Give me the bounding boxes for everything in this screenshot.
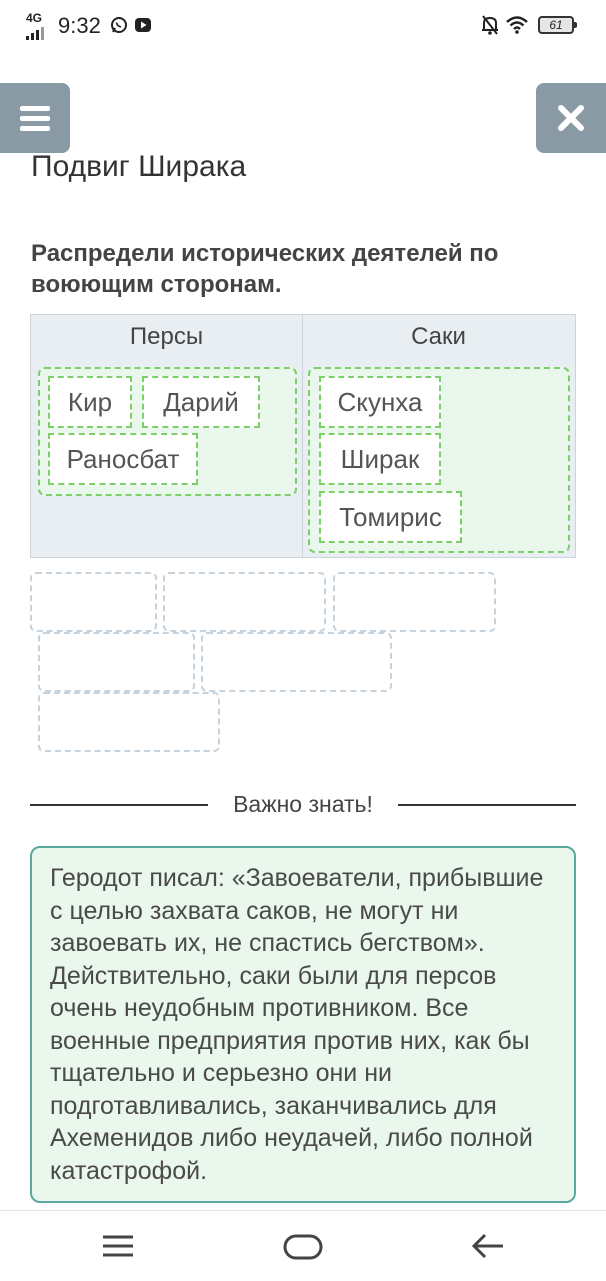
nav-home-icon[interactable] — [283, 1233, 323, 1261]
important-heading: Важно знать! — [233, 791, 373, 817]
answer-chip[interactable]: Ширак — [319, 433, 441, 485]
system-nav-bar — [0, 1210, 606, 1281]
empty-answer-slot[interactable] — [38, 632, 195, 692]
nav-back-icon[interactable] — [470, 1231, 506, 1261]
empty-answer-slot[interactable] — [163, 572, 326, 632]
status-time: 9:32 — [58, 13, 101, 38]
youtube-icon — [134, 16, 152, 39]
status-bar: 4G 9:32 61 — [0, 0, 606, 56]
nav-menu-icon[interactable] — [101, 1231, 135, 1261]
info-box: Геродот писал: «Завоеватели, прибывшие с… — [30, 846, 576, 1203]
empty-answer-slot[interactable] — [333, 572, 496, 632]
mute-icon — [480, 14, 500, 41]
answer-chip[interactable]: Томирис — [319, 491, 462, 543]
answer-chip[interactable]: Кир — [48, 376, 132, 428]
column-divider — [302, 315, 303, 557]
answer-chip[interactable]: Скунха — [319, 376, 441, 428]
network-type: 4G — [26, 11, 43, 25]
close-icon — [558, 105, 584, 131]
sorting-table: Персы Саки Кир Дарий Раносбат Скунха Шир… — [30, 314, 576, 558]
empty-answer-slot[interactable] — [201, 632, 392, 692]
page-title: Подвиг Ширака — [31, 150, 247, 183]
whatsapp-icon — [110, 16, 128, 39]
battery-icon: 61 — [538, 16, 577, 34]
menu-button[interactable] — [0, 83, 70, 153]
signal-icon: 4G — [26, 11, 50, 40]
wifi-icon — [505, 15, 529, 40]
divider-line-left — [30, 804, 208, 806]
divider-line-right — [398, 804, 576, 806]
task-instruction: Распредели исторических деятелей по воюю… — [31, 240, 499, 298]
close-button[interactable] — [536, 83, 606, 153]
answer-chip[interactable]: Дарий — [142, 376, 260, 428]
battery-level: 61 — [549, 18, 563, 32]
empty-answer-slot[interactable] — [30, 572, 157, 632]
column-header-persians: Персы — [129, 323, 204, 350]
column-header-saks: Саки — [411, 323, 466, 350]
empty-answer-slot[interactable] — [38, 692, 220, 752]
info-text: Геродот писал: «Завоеватели, прибывшие с… — [50, 864, 544, 1185]
answer-chip[interactable]: Раносбат — [48, 433, 198, 485]
